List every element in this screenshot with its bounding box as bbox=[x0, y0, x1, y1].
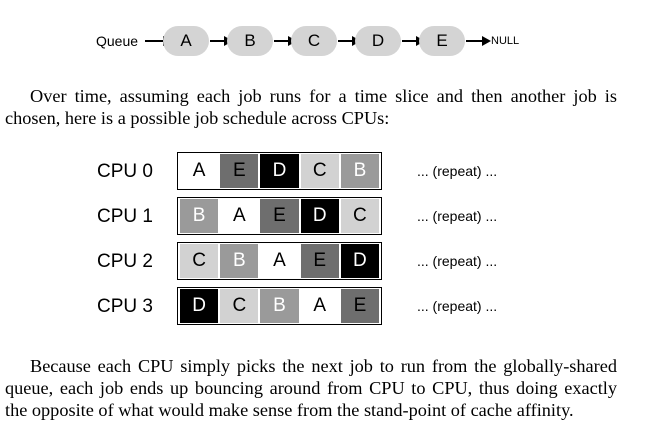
schedule-cell: A bbox=[220, 199, 259, 233]
schedule-cell: C bbox=[180, 244, 219, 278]
queue-node-e: E bbox=[419, 26, 465, 56]
schedule-cell: B bbox=[180, 199, 219, 233]
schedule-cell: E bbox=[340, 289, 380, 323]
schedule-cell: D bbox=[260, 154, 299, 188]
cpu-label: CPU 2 bbox=[97, 251, 153, 272]
cpu-row-2: C B A E D bbox=[177, 242, 382, 280]
schedule-cell: A bbox=[260, 244, 299, 278]
schedule-cell: B bbox=[340, 154, 380, 188]
queue-node-c: C bbox=[291, 26, 337, 56]
queue-node-b: B bbox=[227, 26, 273, 56]
schedule-cell: E bbox=[300, 244, 339, 278]
repeat-label: ... (repeat) ... bbox=[417, 208, 498, 224]
cpu-row-1: B A E D C bbox=[177, 197, 382, 235]
schedule-cell: C bbox=[340, 199, 380, 233]
cpu-label: CPU 3 bbox=[97, 296, 153, 317]
schedule-cell: A bbox=[180, 154, 219, 188]
schedule-cell: A bbox=[300, 289, 339, 323]
schedule-cell: D bbox=[180, 289, 219, 323]
repeat-label: ... (repeat) ... bbox=[417, 163, 498, 179]
cpu-row-3: D C B A E bbox=[177, 287, 382, 325]
schedule-cell: E bbox=[220, 154, 259, 188]
queue-diagram: Queue A B C D E NULL bbox=[0, 0, 646, 80]
schedule-cell: C bbox=[220, 289, 259, 323]
queue-arrow-icon bbox=[466, 36, 491, 46]
explanation-paragraph: Because each CPU simply picks the next j… bbox=[5, 356, 617, 420]
cpu-row-0: A E D C B bbox=[177, 152, 382, 190]
cpu-label: CPU 0 bbox=[97, 161, 153, 182]
schedule-cell: C bbox=[300, 154, 339, 188]
schedule-cell: B bbox=[220, 244, 259, 278]
queue-null-label: NULL bbox=[491, 35, 520, 47]
queue-node-a: A bbox=[163, 26, 209, 56]
schedule-cell: D bbox=[340, 244, 380, 278]
queue-node-d: D bbox=[355, 26, 401, 56]
schedule-cell: B bbox=[260, 289, 299, 323]
cpu-label: CPU 1 bbox=[97, 206, 153, 227]
queue-label: Queue bbox=[96, 33, 139, 49]
schedule-cell: E bbox=[260, 199, 299, 233]
repeat-label: ... (repeat) ... bbox=[417, 298, 498, 314]
repeat-label: ... (repeat) ... bbox=[417, 253, 498, 269]
schedule-cell: D bbox=[300, 199, 339, 233]
intro-paragraph: Over time, assuming each job runs for a … bbox=[5, 86, 617, 128]
